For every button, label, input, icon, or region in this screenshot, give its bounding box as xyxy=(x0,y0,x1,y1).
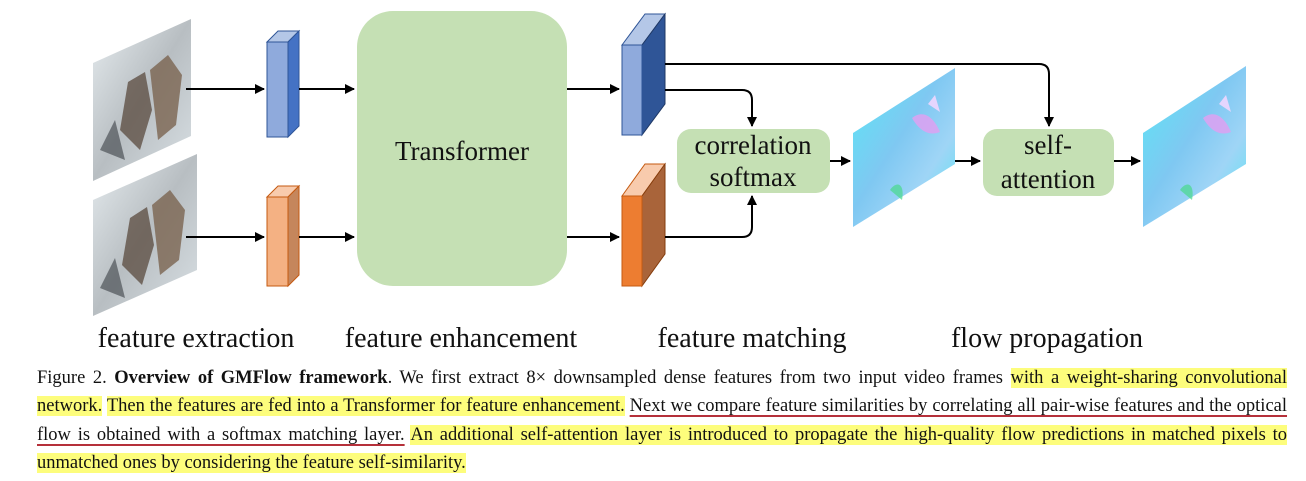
figure-caption: Figure 2. Overview of GMFlow framework. … xyxy=(37,364,1288,478)
caption-sentence-3: Next we compare feature similarities by … xyxy=(37,396,1288,445)
softmax-label: softmax xyxy=(710,162,797,192)
stage-label-enhancement: feature enhancement xyxy=(345,323,578,354)
feature-map-blue-2 xyxy=(621,12,666,137)
figure-label: Figure 2. xyxy=(37,368,107,388)
caption-sentence-2: Then the features are fed into a Transfo… xyxy=(106,396,625,417)
self-label: self- xyxy=(1024,130,1072,160)
arrow-feature1-to-attention xyxy=(665,63,1054,127)
attention-label: attention xyxy=(1001,164,1096,194)
input-frame-2 xyxy=(93,154,197,316)
feature-map-blue-1 xyxy=(265,29,301,139)
caption-title: Overview of GMFlow framework xyxy=(114,368,388,388)
arrow-feature1-to-correlation xyxy=(665,89,757,127)
transformer-label: Transformer xyxy=(395,136,529,166)
input-frame-1 xyxy=(93,19,191,181)
stage-label-matching: feature matching xyxy=(658,323,847,354)
feature-map-orange-1 xyxy=(265,184,301,288)
gmflow-diagram: Transformer correlation softmax self- at… xyxy=(93,11,1246,354)
caption-sentence-1a: . We first extract 8× downsampled dense … xyxy=(387,368,1011,388)
correlation-label: correlation xyxy=(695,130,812,160)
arrow-feature2-to-correlation xyxy=(665,195,757,238)
flow-map-1 xyxy=(853,68,955,227)
transformer-block xyxy=(357,11,567,286)
arrows xyxy=(186,63,1141,242)
feature-map-orange-2 xyxy=(621,162,666,288)
flow-map-2 xyxy=(1143,66,1246,227)
stage-label-extraction: feature extraction xyxy=(98,323,295,354)
stage-label-propagation: flow propagation xyxy=(951,323,1143,354)
correlation-softmax-block xyxy=(677,129,830,193)
self-attention-block xyxy=(983,129,1114,196)
